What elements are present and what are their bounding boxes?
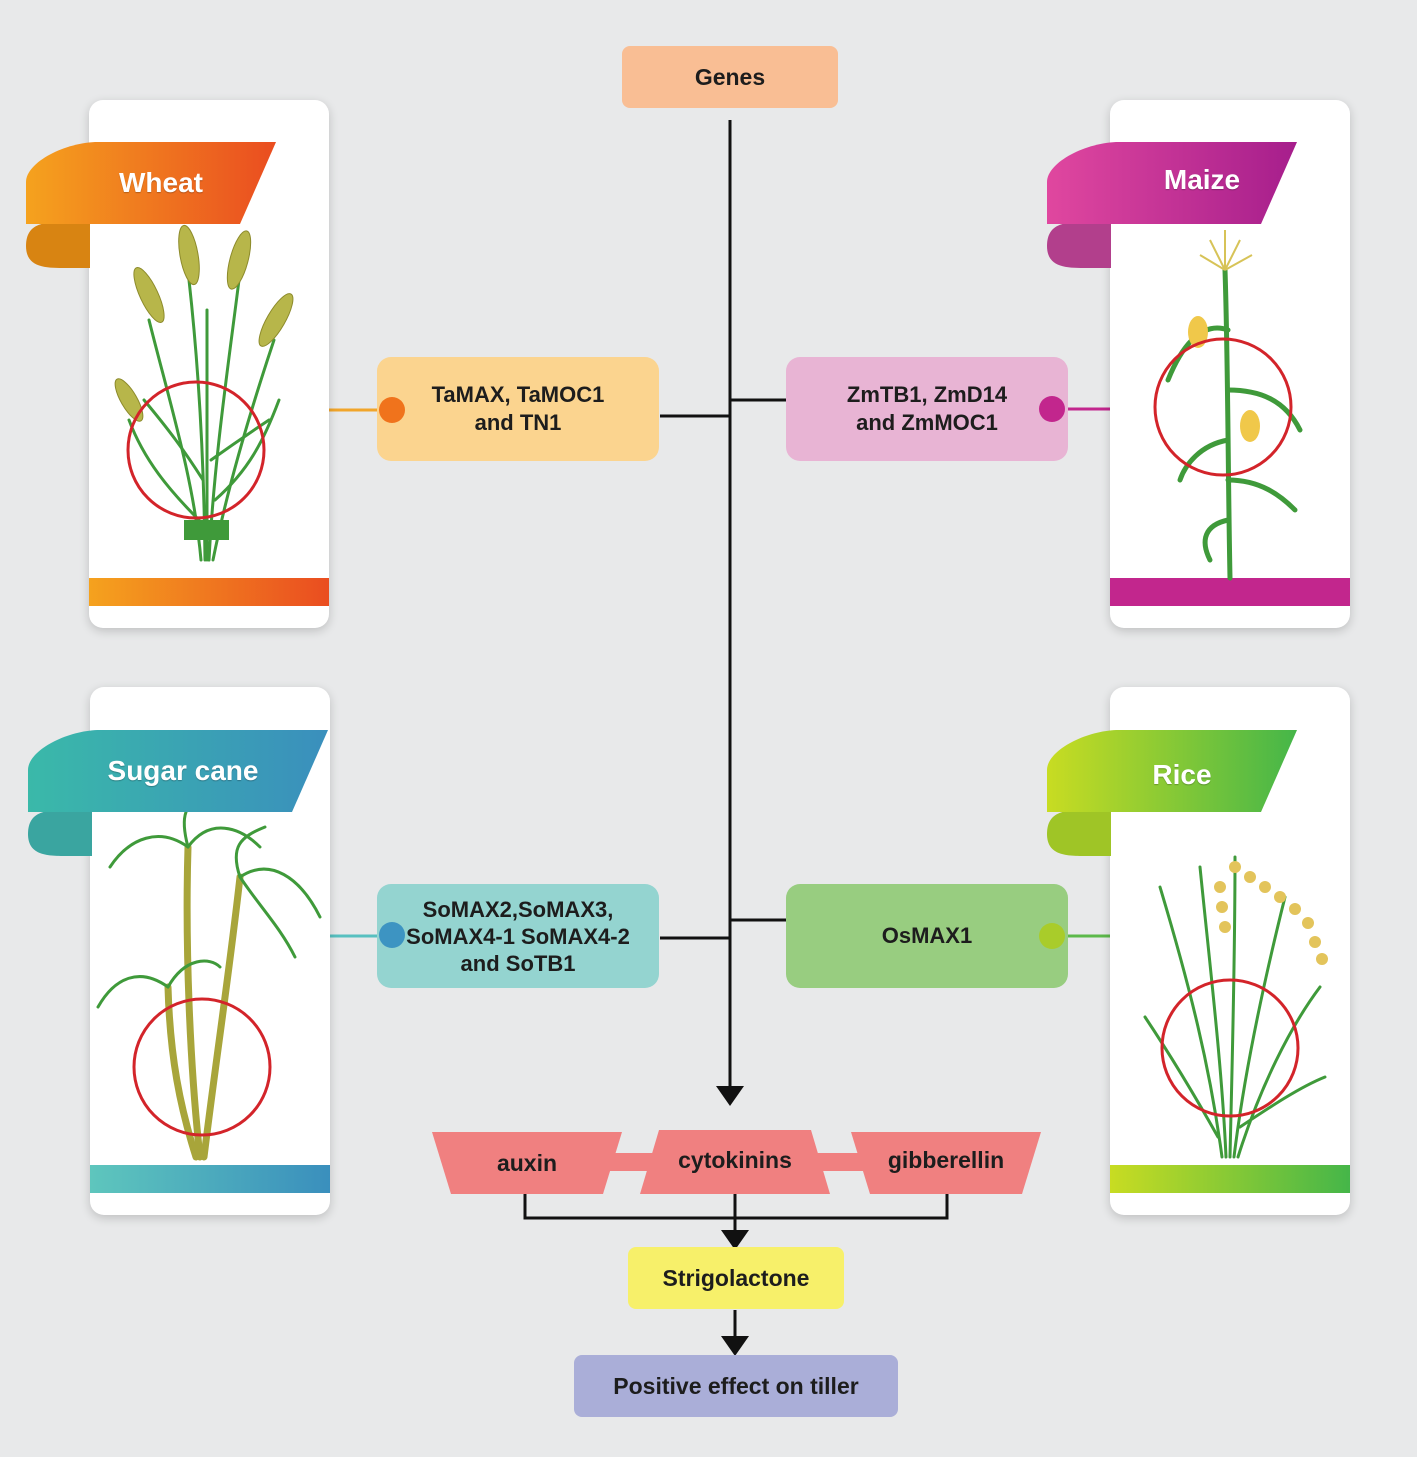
maize-label: Maize	[1163, 164, 1241, 195]
rice-plant-illustration	[1143, 855, 1328, 1159]
gibberellin-label: gibberellin	[887, 1146, 1005, 1173]
sugarcane-label: Sugar cane	[107, 755, 259, 786]
rice-genes-text: OsMAX1	[881, 923, 973, 948]
rice-ribbon: Rice	[1047, 730, 1347, 860]
result-arrowhead	[721, 1336, 749, 1356]
hormone-auxin: auxin	[432, 1132, 622, 1194]
wheat-genes-text: TaMAX, TaMOC1 and TN1	[431, 382, 605, 435]
maize-highlight-circle	[1153, 337, 1293, 477]
auxin-label: auxin	[496, 1149, 558, 1176]
rice-highlight-circle	[1160, 978, 1300, 1118]
sugarcane-plant-illustration	[96, 803, 322, 1161]
maize-genes-box: ZmTB1, ZmD14 and ZmMOC1	[786, 357, 1068, 461]
maize-plant-illustration	[1153, 230, 1303, 581]
genes-label: Genes	[694, 63, 766, 90]
rice-genes-box: OsMAX1	[786, 884, 1068, 988]
rice-label: Rice	[1152, 759, 1212, 790]
sugarcane-genes-box: SoMAX2,SoMAX3, SoMAX4-1 SoMAX4-2 and SoT…	[377, 884, 659, 988]
rice-card	[1110, 687, 1350, 1215]
cytokinins-label: cytokinins	[678, 1146, 792, 1173]
sugarcane-highlight-circle	[132, 997, 272, 1137]
result-label: Positive effect on tiller	[613, 1372, 859, 1399]
hormone-arrowhead	[721, 1230, 749, 1250]
wheat-highlight-circle	[126, 380, 266, 520]
rice-color-bar	[1110, 1165, 1350, 1193]
hormone-cytokinins: cytokinins	[640, 1130, 830, 1194]
maize-genes-text: ZmTB1, ZmD14 and ZmMOC1	[846, 382, 1008, 435]
wheat-plant-illustration	[114, 224, 294, 562]
maize-ribbon: Maize	[1047, 142, 1347, 272]
wheat-genes-box: TaMAX, TaMOC1 and TN1	[377, 357, 659, 461]
trunk-arrowhead	[716, 1086, 744, 1106]
hormone-gibberellin: gibberellin	[851, 1132, 1041, 1194]
maize-color-bar	[1110, 578, 1350, 606]
sugarcane-ribbon: Sugar cane	[28, 730, 328, 860]
sugarcane-genes-text: SoMAX2,SoMAX3, SoMAX4-1 SoMAX4-2 and SoT…	[406, 896, 630, 976]
wheat-label: Wheat	[119, 167, 203, 198]
strigolactone-box: Strigolactone	[628, 1247, 844, 1309]
genes-box: Genes	[622, 46, 838, 108]
result-box: Positive effect on tiller	[574, 1355, 898, 1417]
wheat-ribbon: Wheat	[26, 142, 326, 272]
sugarcane-color-bar	[90, 1165, 330, 1193]
strigolactone-label: Strigolactone	[662, 1264, 810, 1291]
wheat-color-bar	[89, 578, 329, 606]
